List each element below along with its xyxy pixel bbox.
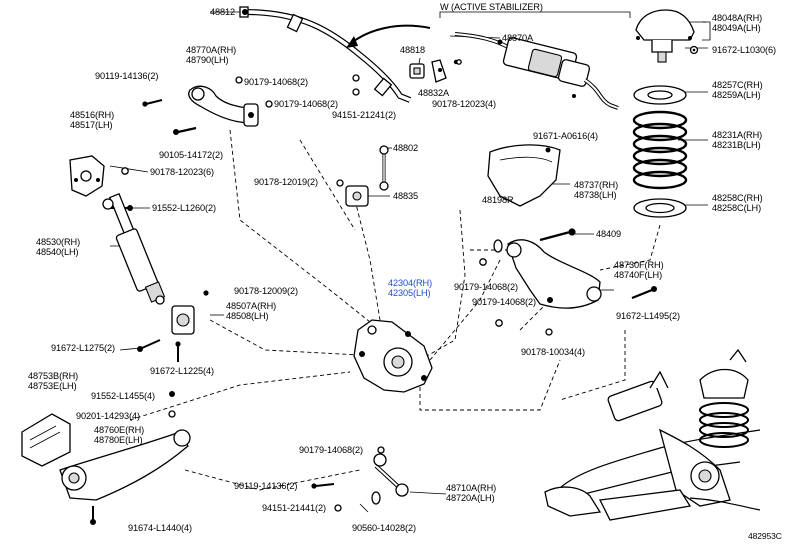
carrier-42304 xyxy=(353,319,433,393)
label-91552-l1260[interactable]: 91552-L1260(2) xyxy=(152,203,216,213)
active-stabilizer-48870a xyxy=(454,32,619,110)
stabilizer-link-48802 xyxy=(379,145,389,191)
washer-90560-14028 xyxy=(371,491,381,505)
bolt-90105-14172 xyxy=(173,126,197,135)
shock-absorber-48530 xyxy=(102,192,166,305)
label-90201-14293[interactable]: 90201-14293(4) xyxy=(76,411,140,421)
toe-link-48710a xyxy=(373,453,409,497)
lower-arm-48730f xyxy=(506,239,602,309)
label-91672-l1495[interactable]: 91672-L1495(2) xyxy=(616,311,680,321)
label-91672-l1275[interactable]: 91672-L1275(2) xyxy=(51,343,115,353)
upper-mount-48048a xyxy=(635,9,695,63)
bushing-48818 xyxy=(409,63,425,79)
label-90179-14068-d[interactable]: 90179-14068(2) xyxy=(472,297,536,307)
nut-94151-21441 xyxy=(334,504,342,512)
bolt-91672-l1495 xyxy=(631,286,657,300)
label-91672-l1030[interactable]: 91672-L1030(6) xyxy=(712,45,776,55)
nut-90179-14068-c xyxy=(479,258,487,266)
label-90105-14172[interactable]: 90105-14172(2) xyxy=(159,150,223,160)
stabilizer-bar-48812 xyxy=(239,6,412,103)
bolt-48409 xyxy=(539,228,576,242)
label-48832a[interactable]: 48832A xyxy=(418,88,450,98)
lower-arm-48760e xyxy=(59,429,191,501)
assembly-overview xyxy=(544,348,761,521)
label-48231a[interactable]: 48231A(RH)48231B(LH) xyxy=(712,130,763,150)
label-94151-21241[interactable]: 94151-21241(2) xyxy=(332,110,396,120)
label-48870a[interactable]: 48870A xyxy=(502,33,534,43)
label-48257c[interactable]: 48257C(RH)48259A(LH) xyxy=(712,80,763,100)
spring-insulator-48257c xyxy=(633,85,687,105)
bushing-48507a xyxy=(171,290,209,335)
label-48530[interactable]: 48530(RH)48540(LH) xyxy=(36,237,81,257)
label-94151-21441[interactable]: 94151-21441(2) xyxy=(262,503,326,513)
label-48730f[interactable]: 48730F(RH)48740F(LH) xyxy=(614,260,664,280)
label-90178-12019[interactable]: 90178-12019(2) xyxy=(254,177,318,187)
bolt-91552-l1455 xyxy=(169,391,175,397)
bushing-48835 xyxy=(345,185,369,207)
coil-spring-48231a xyxy=(632,110,688,190)
nut-90179-14068-b xyxy=(265,100,273,108)
nut-90178-12023-6 xyxy=(121,167,129,175)
bracket-48832a xyxy=(431,59,459,83)
nut-90179-14068-d xyxy=(495,319,503,327)
label-48835[interactable]: 48835 xyxy=(393,191,419,201)
bolt-91674-l1440 xyxy=(90,506,96,525)
label-91671-a0616[interactable]: 91671-A0616(4) xyxy=(533,131,599,141)
label-48760e[interactable]: 48760E(RH)48780E(LH) xyxy=(94,425,145,445)
label-90179-14068-e[interactable]: 90179-14068(2) xyxy=(299,445,363,455)
nut-90178-10034 xyxy=(545,328,553,336)
label-91672-l1225[interactable]: 91672-L1225(4) xyxy=(150,366,214,376)
upper-arm-48770a xyxy=(188,85,259,127)
nut-90178-12023-4 xyxy=(456,59,462,65)
nut-90201-14293 xyxy=(168,410,176,418)
label-48812[interactable]: 48812 xyxy=(210,7,236,17)
bolt-91672-l1030 xyxy=(689,45,699,55)
active-stabilizer-arrow xyxy=(346,24,431,48)
cover-48737 xyxy=(487,144,561,207)
label-48198r[interactable]: 48198R xyxy=(482,195,514,205)
label-90178-10034[interactable]: 90178-10034(4) xyxy=(521,347,585,357)
label-48818[interactable]: 48818 xyxy=(400,45,426,55)
label-90119-14136-top[interactable]: 90119-14136(2) xyxy=(95,71,159,81)
label-91552-l1455[interactable]: 91552-L1455(4) xyxy=(91,391,155,401)
label-90178-12023-4[interactable]: 90178-12023(4) xyxy=(432,99,496,109)
label-90119-14136-bottom[interactable]: 90119-14136(2) xyxy=(234,481,298,491)
label-48737[interactable]: 48737(RH)48738(LH) xyxy=(574,180,619,200)
label-90179-14068-b[interactable]: 90179-14068(2) xyxy=(274,99,338,109)
nut-90178-12019 xyxy=(336,179,344,187)
label-48507a[interactable]: 48507A(RH)48508(LH) xyxy=(226,301,277,321)
label-active-stabilizer: W (ACTIVE STABILIZER) xyxy=(440,2,543,12)
label-48710a[interactable]: 48710A(RH)48720A(LH) xyxy=(446,483,497,503)
label-90560-14028[interactable]: 90560-14028(2) xyxy=(352,523,416,533)
cover-48753b xyxy=(21,413,71,467)
label-90178-12009[interactable]: 90178-12009(2) xyxy=(234,286,298,296)
bolt-90119-14136-bottom xyxy=(311,483,335,489)
bolt-90119-14136 xyxy=(142,99,163,107)
label-90179-14068-a[interactable]: 90179-14068(2) xyxy=(244,77,308,87)
shock-bracket-48516 xyxy=(69,155,105,197)
bolt-91672-l1225 xyxy=(175,341,181,362)
label-90178-12023-6[interactable]: 90178-12023(6) xyxy=(150,167,214,177)
bolt-91672-l1275 xyxy=(137,339,161,352)
label-48516[interactable]: 48516(RH)48517(LH) xyxy=(70,110,115,130)
label-42304[interactable]: 42304(RH)42305(LH) xyxy=(388,278,433,298)
label-48048a[interactable]: 48048A(RH)48049A(LH) xyxy=(712,13,763,33)
label-48753b[interactable]: 48753B(RH)48753E(LH) xyxy=(28,371,79,391)
nut-94151-21241 xyxy=(352,74,360,96)
label-48258c[interactable]: 48258C(RH)48258C(LH) xyxy=(712,193,763,213)
diagram-id: 482953C xyxy=(748,531,782,541)
label-48770a[interactable]: 48770A(RH)48790(LH) xyxy=(186,45,237,65)
washer-48198r xyxy=(493,239,503,253)
nut-90179-14068-e xyxy=(377,446,385,454)
label-48409[interactable]: 48409 xyxy=(596,229,622,239)
label-91674-l1440[interactable]: 91674-L1440(4) xyxy=(128,523,192,533)
label-48802[interactable]: 48802 xyxy=(393,143,419,153)
spring-seat-48258c xyxy=(633,198,687,218)
label-90179-14068-c[interactable]: 90179-14068(2) xyxy=(454,282,518,292)
nut-90179-14068-a xyxy=(235,76,243,84)
